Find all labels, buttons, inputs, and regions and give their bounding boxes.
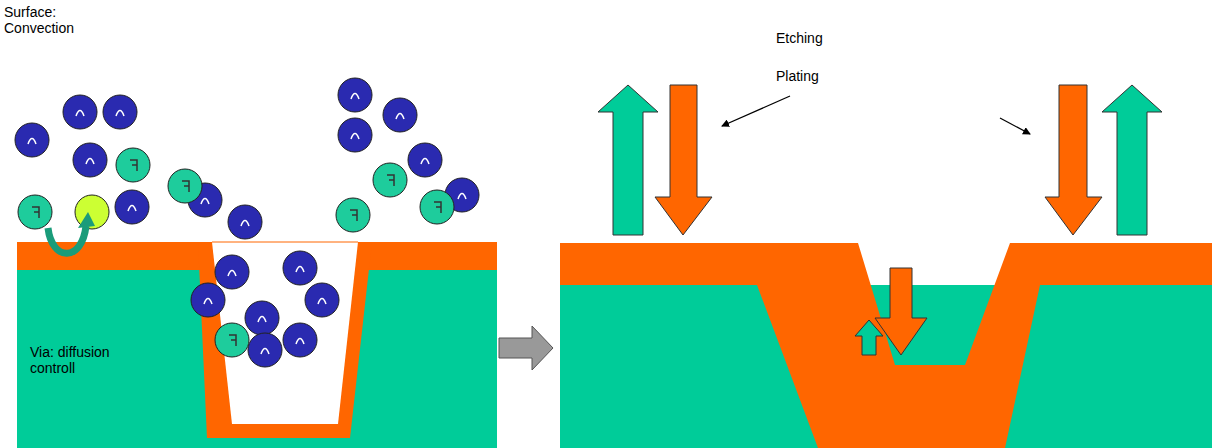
charge-mark	[116, 111, 124, 117]
particle	[103, 95, 137, 129]
charge-mark	[351, 94, 359, 100]
text-label: Plating	[776, 68, 856, 84]
particle	[338, 78, 372, 112]
transition-arrow	[499, 326, 553, 370]
charge-mark	[458, 194, 466, 200]
particle	[215, 323, 249, 357]
particle	[63, 95, 97, 129]
text-label: Via: diffusion controll	[30, 344, 148, 376]
charge-mark	[130, 160, 137, 171]
particle	[408, 143, 442, 177]
charge-mark	[228, 271, 236, 277]
charge-mark	[201, 199, 209, 205]
particle	[383, 98, 417, 132]
particle	[248, 333, 282, 367]
particle	[15, 123, 49, 157]
particle	[283, 251, 317, 285]
particle	[373, 163, 407, 197]
particle	[305, 283, 339, 317]
particle	[191, 283, 225, 317]
charge-mark	[86, 159, 94, 165]
charge-mark	[350, 210, 357, 221]
particle	[168, 169, 202, 203]
charge-mark	[261, 349, 269, 355]
charge-mark	[318, 299, 326, 305]
charge-mark	[351, 134, 359, 140]
text-label: Etching	[776, 30, 856, 46]
charge-mark	[28, 139, 36, 145]
via-before	[17, 242, 497, 448]
charge-mark	[296, 267, 304, 273]
charge-mark	[204, 299, 212, 305]
charge-mark	[421, 159, 429, 165]
particle	[18, 195, 52, 229]
particle	[420, 190, 454, 224]
particle	[245, 301, 279, 335]
charge-mark	[434, 202, 441, 213]
charge-mark	[76, 111, 84, 117]
ion-particles	[15, 78, 479, 367]
charge-mark	[258, 317, 266, 323]
charge-mark	[296, 339, 304, 345]
charge-mark	[396, 114, 404, 120]
text-label: Surface: Convection	[4, 4, 100, 36]
particle	[338, 118, 372, 152]
particle	[73, 143, 107, 177]
particle	[115, 190, 149, 224]
leader-lines	[722, 96, 1030, 134]
via-after	[560, 243, 1212, 448]
charge-mark	[387, 175, 394, 186]
charge-mark	[229, 335, 236, 346]
charge-mark	[128, 206, 136, 212]
charge-mark	[182, 181, 189, 192]
particle	[283, 323, 317, 357]
exchange-arrow	[48, 226, 86, 253]
charge-mark	[241, 221, 249, 227]
particle	[228, 205, 262, 239]
particle	[116, 148, 150, 182]
particle	[215, 255, 249, 289]
flux-arrows	[598, 85, 1162, 355]
particle	[336, 198, 370, 232]
particle	[75, 195, 109, 229]
charge-mark	[32, 207, 39, 218]
exchange-arrow-head	[78, 212, 95, 228]
